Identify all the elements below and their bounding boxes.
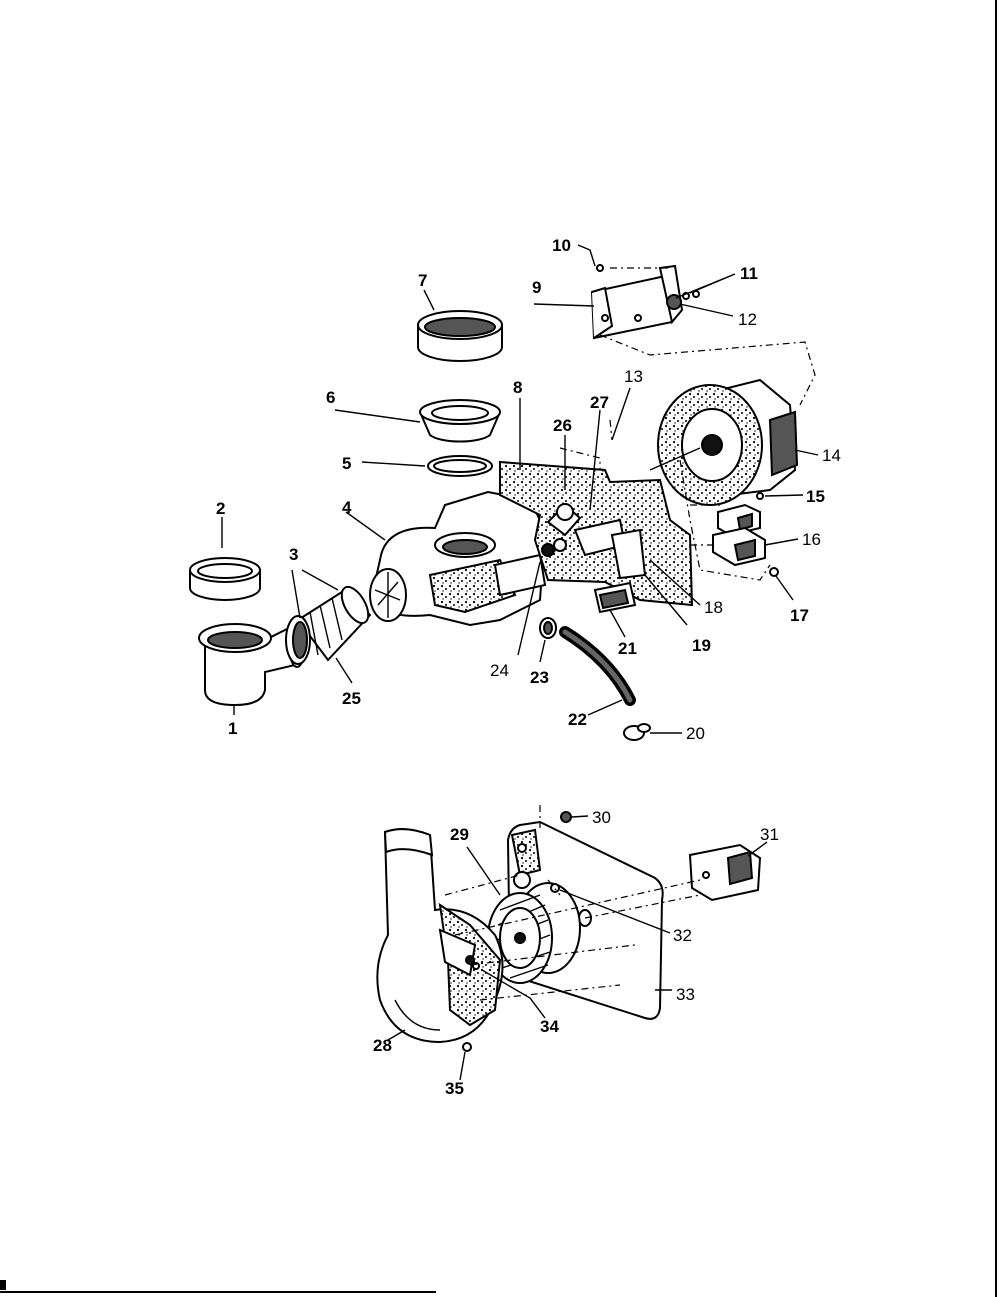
- part-28-blower-housing: [376, 828, 504, 1044]
- part-25-coupling: [285, 585, 372, 665]
- label-30: 30: [592, 808, 611, 827]
- part-4-pump-housing: [369, 490, 547, 627]
- part-5-clamp: [427, 455, 493, 477]
- part-31-switch: [688, 843, 762, 902]
- label-4: 4: [342, 498, 352, 517]
- part-labels: 1 2 3 4 5 6 7 8 9 10 11 12 13 14 15 16 1…: [216, 236, 841, 1098]
- label-34: 34: [540, 1017, 559, 1036]
- part-30-nut: [560, 811, 572, 823]
- part-32-screw: [550, 883, 560, 893]
- label-26: 26: [553, 416, 572, 435]
- label-20: 20: [686, 724, 705, 743]
- label-24: 24: [490, 661, 509, 680]
- label-16: 16: [802, 530, 821, 549]
- label-9: 9: [532, 278, 541, 297]
- label-18: 18: [704, 598, 723, 617]
- part-23-clamp: [539, 617, 557, 639]
- label-17: 17: [790, 606, 809, 625]
- label-11: 11: [740, 264, 758, 283]
- label-31: 31: [760, 825, 779, 844]
- label-10: 10: [552, 236, 571, 255]
- label-8: 8: [513, 378, 522, 397]
- label-19: 19: [692, 636, 711, 655]
- label-27: 27: [590, 393, 609, 412]
- part-21-solenoid: [593, 581, 637, 614]
- label-13: 13: [624, 367, 643, 386]
- label-6: 6: [326, 388, 335, 407]
- part-14-motor: [649, 378, 799, 506]
- part-2-ring: [189, 557, 261, 601]
- label-23: 23: [530, 668, 549, 687]
- label-32: 32: [673, 926, 692, 945]
- label-28: 28: [373, 1036, 392, 1055]
- lower-assembly: [376, 805, 768, 1081]
- label-1: 1: [228, 719, 237, 738]
- label-3: 3: [289, 545, 298, 564]
- part-35-screw: [462, 1042, 472, 1052]
- label-5: 5: [342, 454, 351, 473]
- label-14: 14: [822, 446, 841, 465]
- label-35: 35: [445, 1079, 464, 1098]
- label-7: 7: [418, 271, 427, 290]
- page-corner-mark: [0, 1280, 6, 1290]
- label-15: 15: [806, 487, 825, 506]
- part-16-switches: [712, 492, 779, 577]
- label-29: 29: [450, 825, 469, 844]
- part-7-ring: [417, 310, 503, 362]
- part-20-clip: [623, 723, 651, 741]
- upper-assembly: [189, 244, 819, 741]
- label-25: 25: [342, 689, 361, 708]
- part-19-plate: [499, 460, 694, 607]
- label-2: 2: [216, 499, 225, 518]
- label-33: 33: [676, 985, 695, 1004]
- label-12: 12: [738, 310, 757, 329]
- part-6-flange: [419, 399, 501, 443]
- label-21: 21: [618, 639, 637, 658]
- label-22: 22: [568, 710, 587, 729]
- part-9-bracket: [590, 264, 700, 340]
